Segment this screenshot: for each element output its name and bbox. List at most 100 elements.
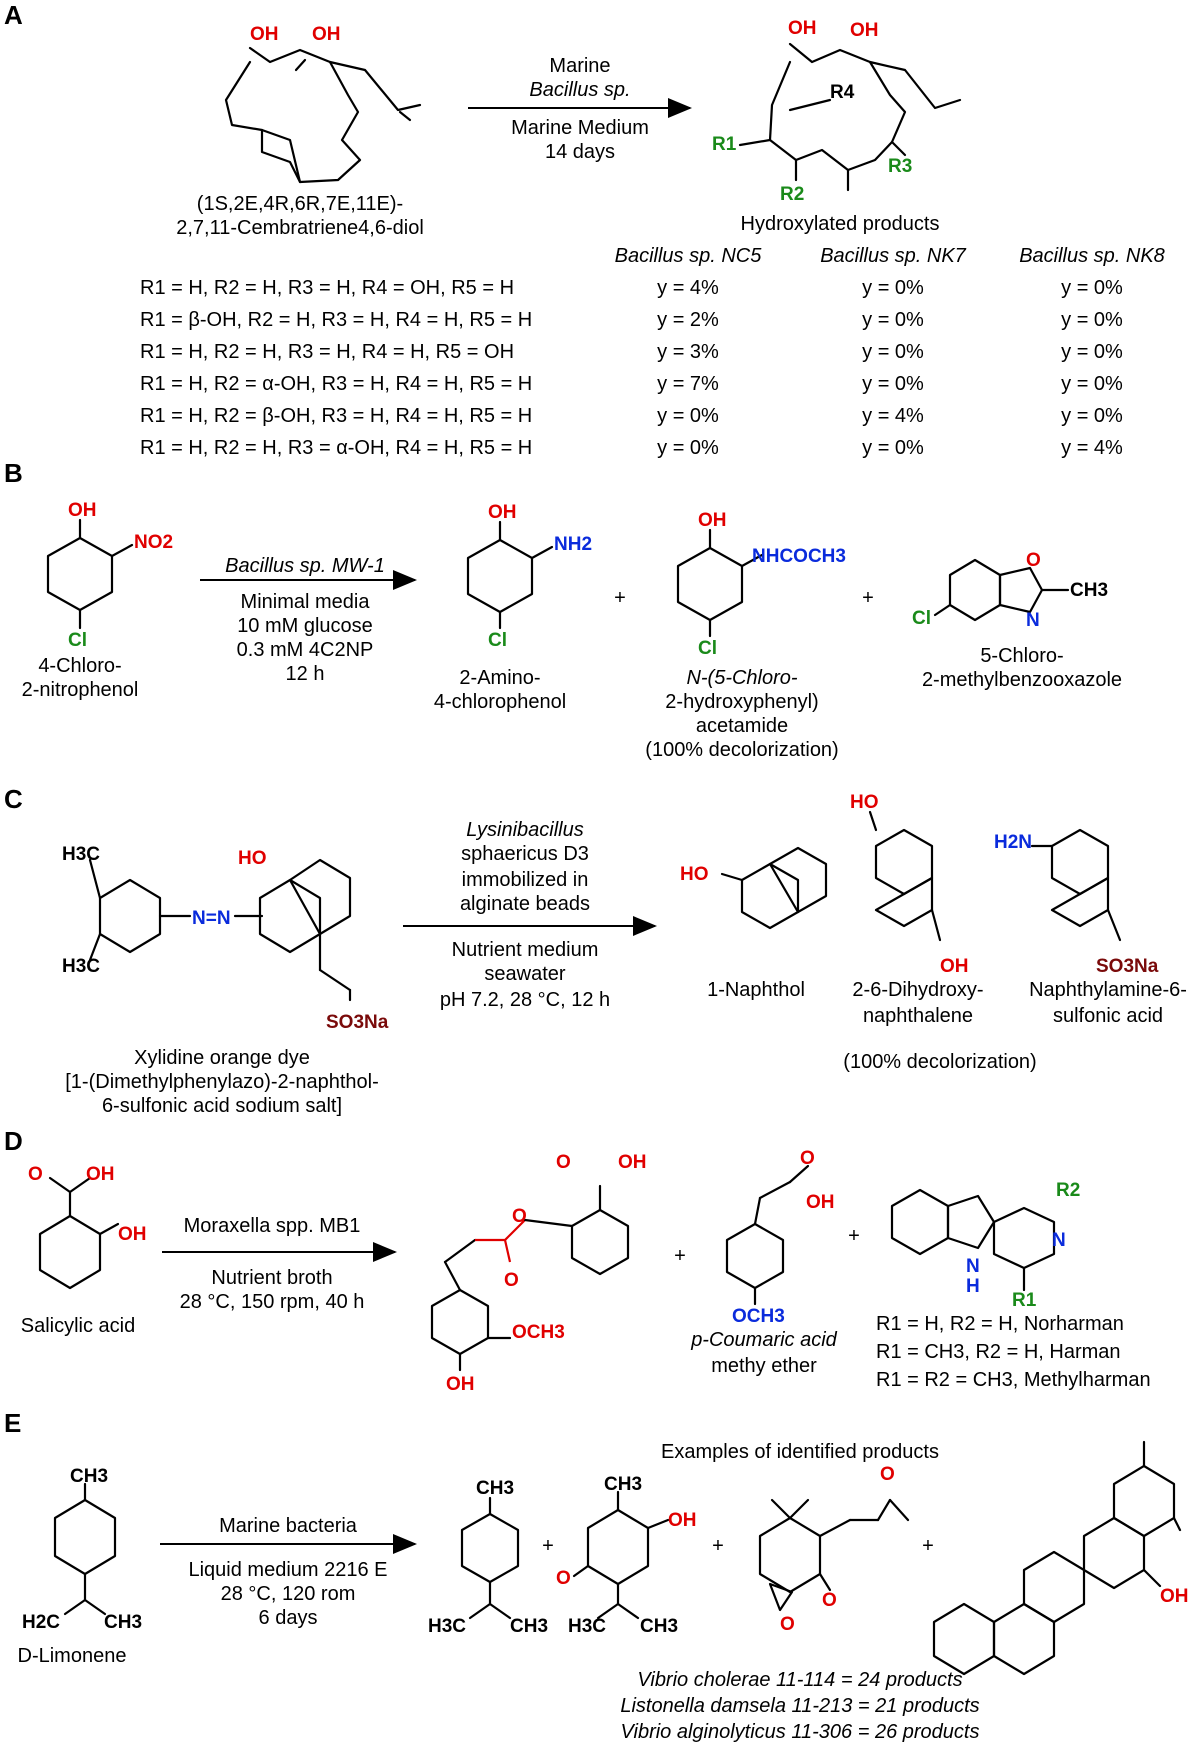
so3na-c1: SO3Na <box>326 1012 389 1033</box>
product-b2-3: acetamide <box>696 715 788 737</box>
product-title-e: Examples of identified products <box>661 1441 939 1463</box>
yield-cell: y = 0% <box>1061 277 1123 299</box>
h3c-c1: H3C <box>62 844 100 865</box>
decolorization-note-c: (100% decolorization) <box>843 1051 1036 1073</box>
plus-b-1: + <box>614 587 626 609</box>
beta-carboline-structure: R2 N N H R1 <box>890 1180 1080 1311</box>
panel-label-b: B <box>4 458 23 488</box>
o-e3: O <box>822 1590 837 1611</box>
ho-c: HO <box>238 848 267 869</box>
ch3-e4: CH3 <box>510 1616 548 1637</box>
substrate-e: D-Limonene <box>18 1645 127 1667</box>
count-e-3: Vibrio alginolyticus 11-306 = 26 product… <box>621 1721 980 1743</box>
ch3-e6: CH3 <box>640 1616 678 1637</box>
ch3-e3: CH3 <box>476 1478 514 1499</box>
condition-a-2: Bacillus sp. <box>529 79 630 101</box>
yield-cell: y = 0% <box>1061 373 1123 395</box>
yield-cell: y = 4% <box>1061 437 1123 459</box>
n-b: N <box>1026 610 1040 631</box>
chloronitrophenol-structure: OH NO2 Cl <box>46 500 173 651</box>
cembratriene-diol-structure: OH OH <box>224 24 422 184</box>
condition-e-4: 6 days <box>259 1607 318 1629</box>
product-b3-1: 5-Chloro- <box>980 645 1063 667</box>
harman-row-2: R1 = CH3, R2 = H, Harman <box>876 1341 1121 1363</box>
yield-cell: y = 0% <box>862 309 924 331</box>
o-d1: O <box>28 1164 43 1185</box>
substrate-c-1: Xylidine orange dye <box>134 1047 310 1069</box>
h-d: H <box>966 1276 980 1297</box>
feruloyl-salicylate-structure: O OH O O OCH3 OH <box>430 1152 647 1395</box>
yield-cell: y = 0% <box>862 437 924 459</box>
plus-d-1: + <box>674 1245 686 1267</box>
r4-label: R4 <box>830 82 855 103</box>
substituent-row: R1 = H, R2 = H, R3 = α-OH, R4 = H, R5 = … <box>140 437 532 459</box>
oh-label-2: OH <box>312 24 341 45</box>
hydroxy-carvone-structure: CH3 OH O H3C CH3 <box>556 1474 697 1637</box>
cl-b2: Cl <box>488 630 507 651</box>
yield-cell: y = 2% <box>657 309 719 331</box>
oh-d5: OH <box>806 1192 835 1213</box>
product-c3-2: sulfonic acid <box>1053 1005 1163 1027</box>
o-e1: O <box>556 1568 571 1589</box>
plus-e-1: + <box>542 1535 554 1557</box>
cl-b3: Cl <box>698 638 717 659</box>
condition-d-3: 28 °C, 150 rpm, 40 h <box>180 1291 365 1313</box>
yield-cell: y = 0% <box>862 373 924 395</box>
product-title-a: Hydroxylated products <box>741 213 940 235</box>
yield-cell: y = 0% <box>657 405 719 427</box>
ho-c2: HO <box>850 792 879 813</box>
oh-d4: OH <box>446 1374 475 1395</box>
azo-c: N=N <box>192 908 231 929</box>
product-b2-4: (100% decolorization) <box>645 739 838 761</box>
panel-label-e: E <box>4 1408 21 1438</box>
condition-c-4: alginate beads <box>460 893 590 915</box>
oh-c-naphthol: HO <box>680 864 709 885</box>
oh-b2: OH <box>488 502 517 523</box>
condition-a-4: 14 days <box>545 141 615 163</box>
product-c1: 1-Naphthol <box>707 979 805 1001</box>
substrate-d: Salicylic acid <box>21 1315 135 1337</box>
h3c-e1: H3C <box>428 1616 466 1637</box>
limonene-structure: CH3 H2C CH3 <box>22 1466 142 1633</box>
condition-e-3: 28 °C, 120 rom <box>221 1583 356 1605</box>
hydroxylated-product-structure: OH OH R4 R1 R2 R3 <box>712 18 962 205</box>
product-d2-1: p-Coumaric acid <box>690 1329 837 1351</box>
epoxy-ionone-structure: O O O <box>758 1464 910 1635</box>
salicylic-acid-structure: O OH OH <box>28 1164 147 1290</box>
strain-header-1: Bacillus sp. NC5 <box>615 245 763 267</box>
yield-cell: y = 4% <box>862 405 924 427</box>
condition-a-3: Marine Medium <box>511 117 649 139</box>
cl-b4: Cl <box>912 608 931 629</box>
condition-d-2: Nutrient broth <box>211 1267 332 1289</box>
och3-d1: OCH3 <box>512 1322 565 1343</box>
o-b: O <box>1026 550 1041 571</box>
condition-c-6: seawater <box>484 963 565 985</box>
substrate-name-a-1: (1S,2E,4R,6R,7E,11E)- <box>197 193 403 215</box>
yield-cell: y = 4% <box>657 277 719 299</box>
ch3-b: CH3 <box>1070 580 1108 601</box>
substituent-row: R1 = β-OH, R2 = H, R3 = H, R4 = H, R5 = … <box>140 309 532 331</box>
substituent-row: R1 = H, R2 = H, R3 = H, R4 = H, R5 = OH <box>140 341 514 363</box>
condition-b-1: Bacillus sp. MW-1 <box>225 555 385 577</box>
dihydroxynaphthalene-structure: HO OH <box>850 792 969 977</box>
nh2-b: NH2 <box>554 534 592 555</box>
condition-c-3: immobilized in <box>462 869 589 891</box>
triterpene-structure: OH <box>932 1440 1189 1676</box>
count-e-2: Listonella damsela 11-213 = 21 products <box>620 1695 979 1717</box>
o-d2: O <box>556 1152 571 1173</box>
product-b2-2: 2-hydroxyphenyl) <box>665 691 818 713</box>
condition-c-2: sphaericus D3 <box>461 843 589 865</box>
ch3-e1: CH3 <box>70 1466 108 1487</box>
r2-label: R2 <box>780 184 804 205</box>
strain-header-3: Bacillus sp. NK8 <box>1019 245 1165 267</box>
naphthol-structure: HO <box>680 846 828 930</box>
yield-cell: y = 3% <box>657 341 719 363</box>
xylidine-orange-structure: H3C H3C N=N HO SO3Na <box>62 844 389 1033</box>
naphthylamine-sulfonate-structure: H2N SO3Na <box>994 828 1159 977</box>
condition-c-7: pH 7.2, 28 °C, 12 h <box>440 989 610 1011</box>
product-b3-2: 2-methylbenzooxazole <box>922 669 1122 691</box>
h3c-e2: H3C <box>568 1616 606 1637</box>
h2n-c: H2N <box>994 832 1032 853</box>
condition-e-2: Liquid medium 2216 E <box>188 1559 387 1581</box>
condition-e-1: Marine bacteria <box>219 1515 358 1537</box>
